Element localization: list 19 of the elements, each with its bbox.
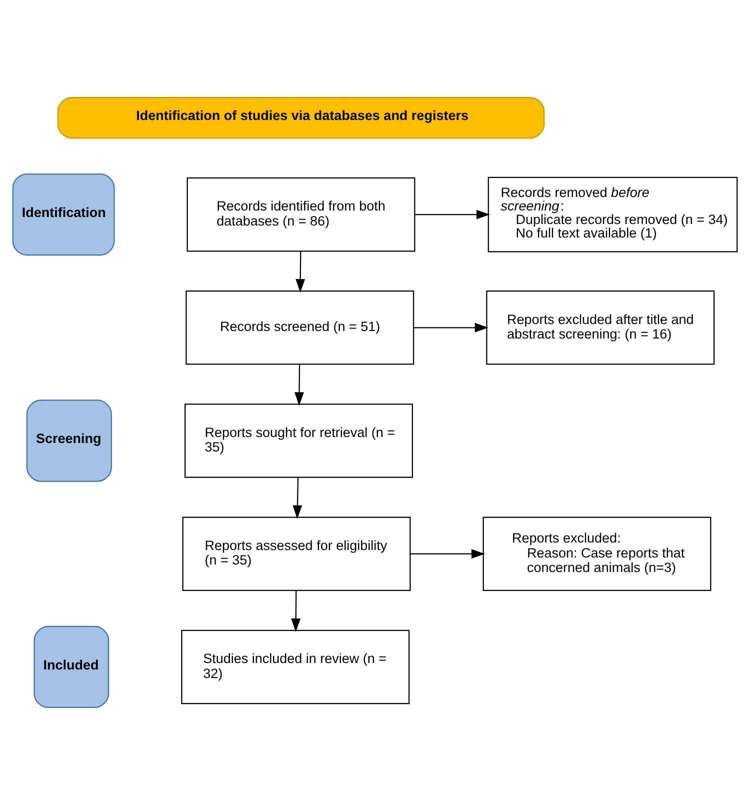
node-box: Records identified from both databases (n = 86) <box>186 176 416 252</box>
node-box: Records removed before screening: Duplicate records removed (n = 34) No full text available (1) <box>488 176 738 252</box>
node-box: Included <box>34 625 110 708</box>
arrow <box>291 590 301 632</box>
node-box: Identification <box>12 172 115 256</box>
arrow <box>414 209 490 219</box>
arrow <box>410 548 485 558</box>
node-box: Reports excluded after title and abstract screening: (n = 16) <box>486 290 715 364</box>
node-box: Reports excluded: Reason: Case reports that concerned animals (n=3) <box>482 516 712 591</box>
node-box: Reports sought for retrieval (n = 35) <box>184 403 413 478</box>
node-box: Screening <box>26 399 112 482</box>
arrow <box>414 322 488 332</box>
arrow <box>294 364 304 406</box>
arrow <box>292 477 302 518</box>
arrow <box>296 250 306 292</box>
node-box: Reports assessed for eligibility (n = 35) <box>182 516 411 591</box>
node-box: Records screened (n = 51) <box>186 290 414 364</box>
node-box: Studies included in review (n = 32) <box>181 629 410 704</box>
node-box: Identification of studies via databases and registers <box>57 96 545 138</box>
